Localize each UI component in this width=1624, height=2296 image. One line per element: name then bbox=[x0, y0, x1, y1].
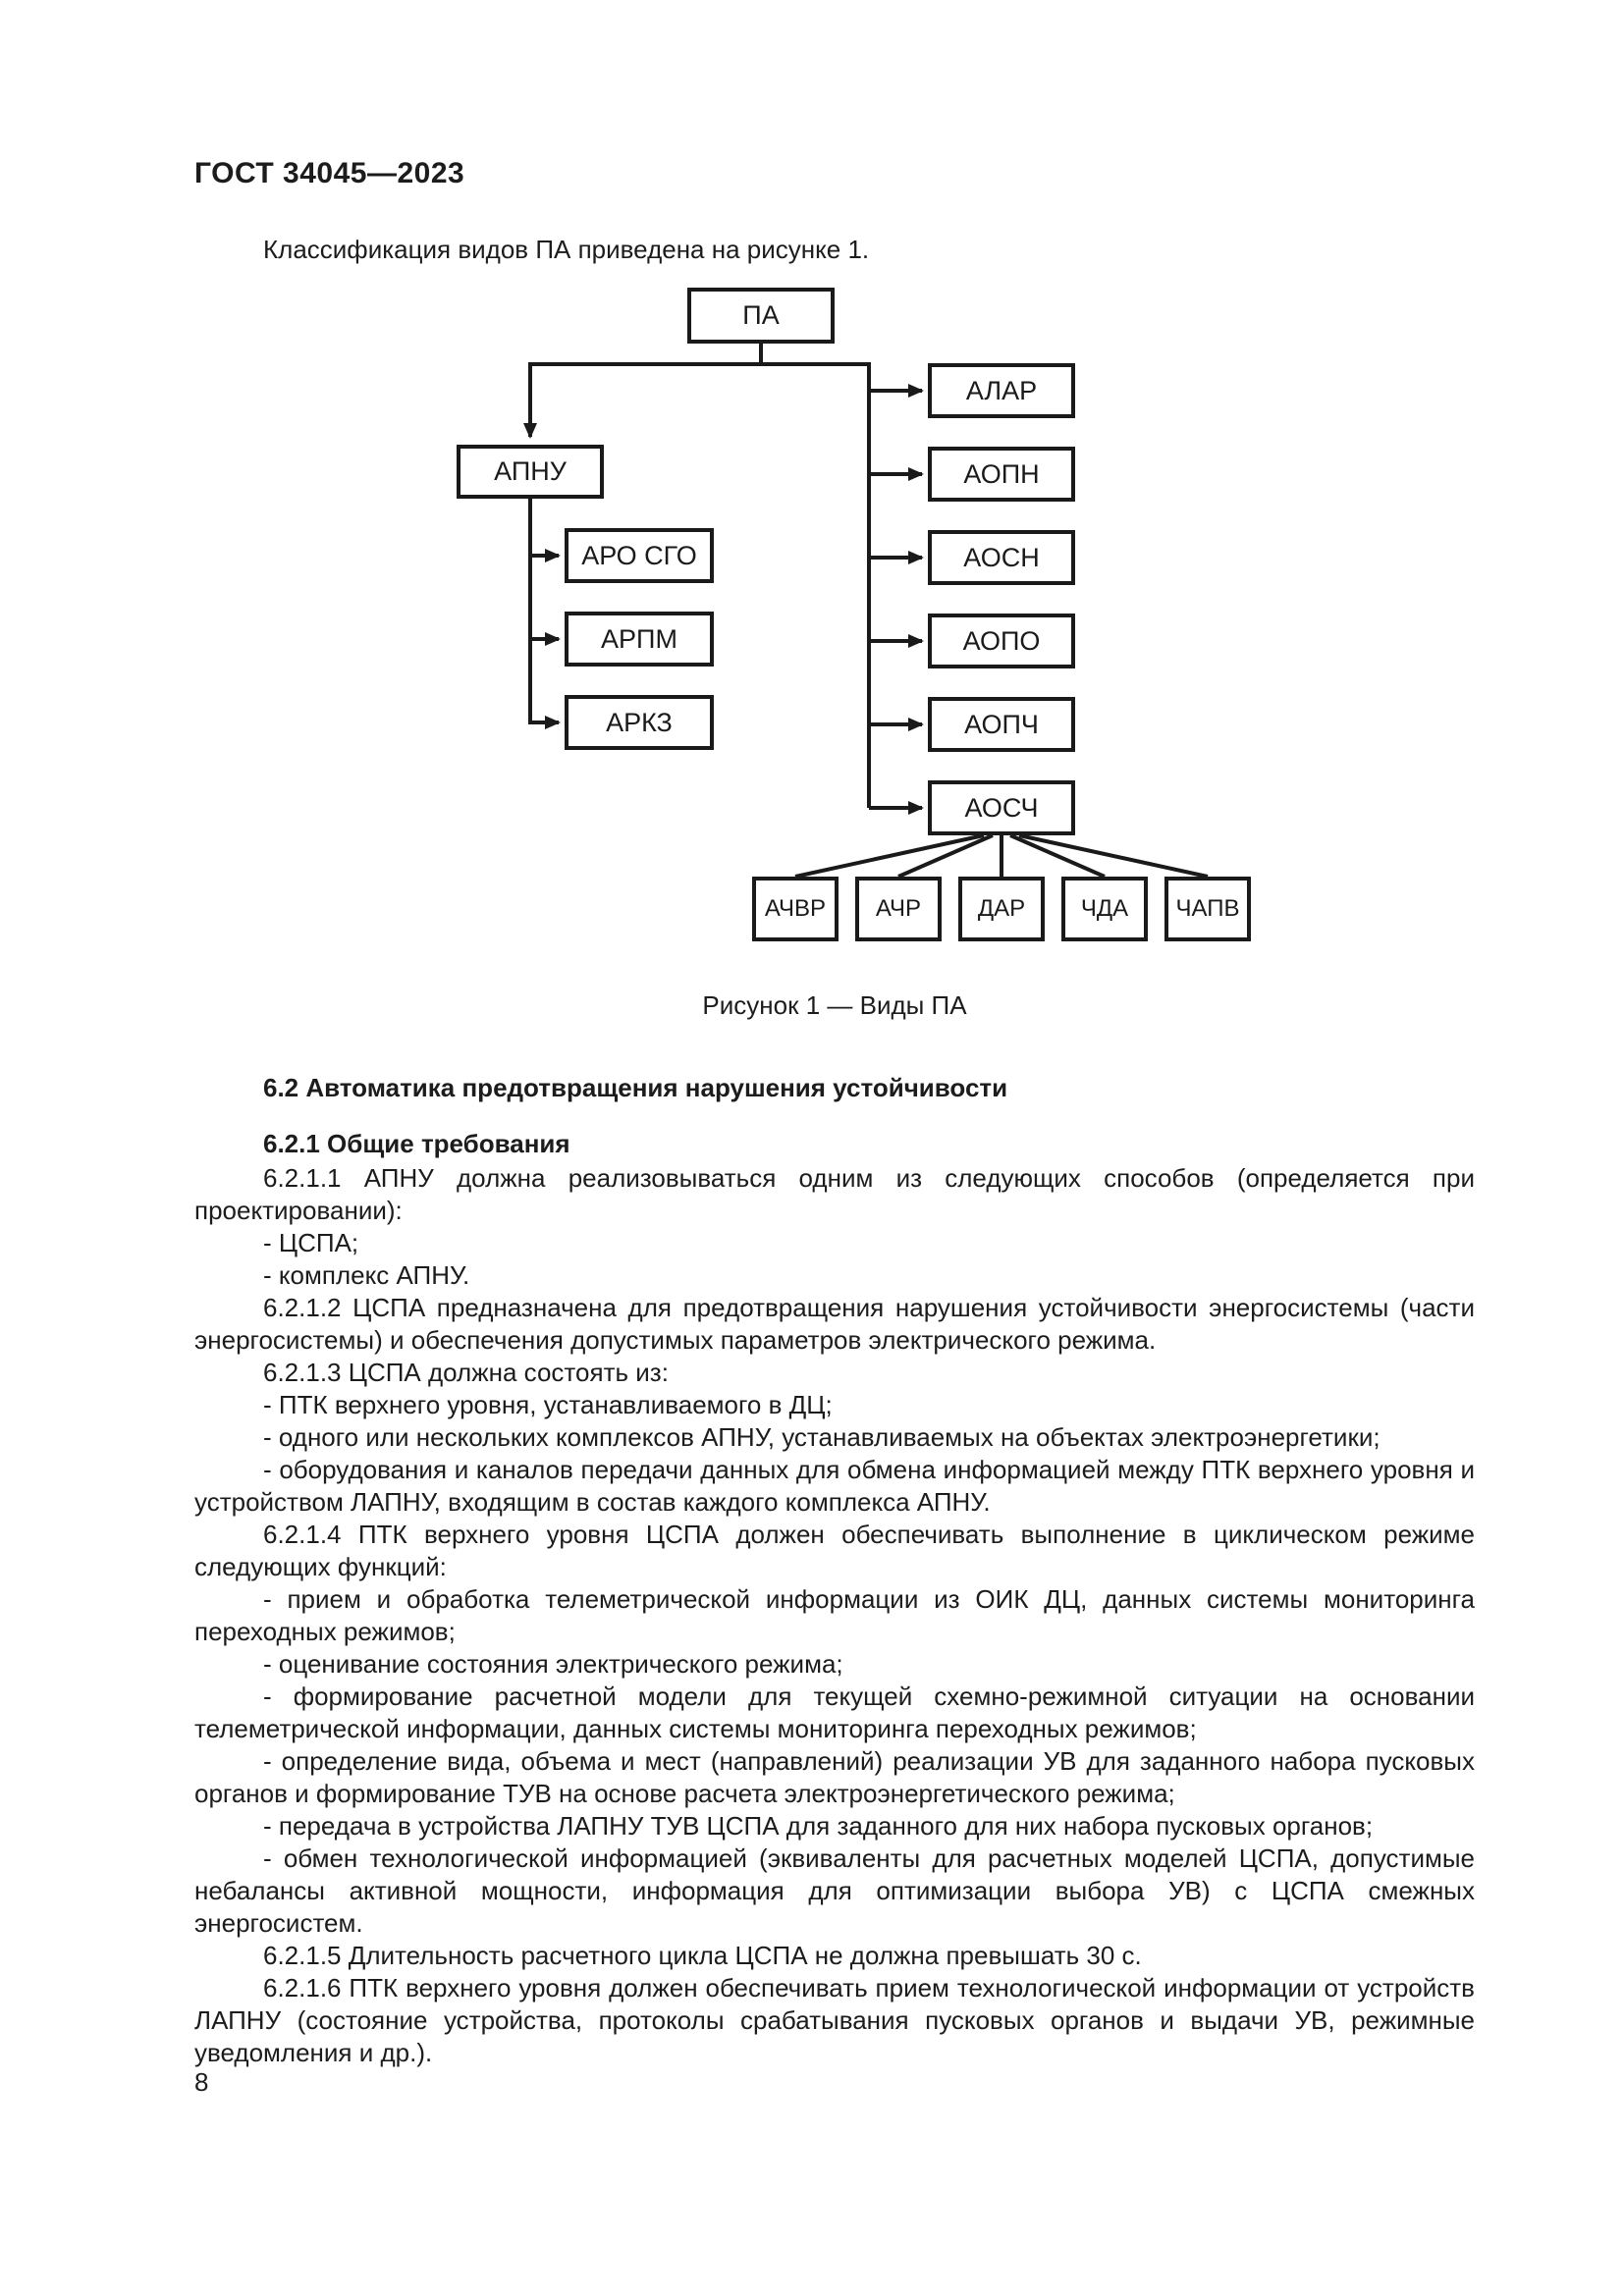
subsection-heading: 6.2.1 Общие требования bbox=[263, 1129, 570, 1158]
paragraph-6213: 6.2.1.3 ЦСПА должна состоять из: bbox=[263, 1358, 669, 1387]
list-item: - оценивание состояния электрического ре… bbox=[263, 1649, 843, 1679]
intro-paragraph: Классификация видов ПА приведена на рису… bbox=[263, 235, 870, 264]
figure-node-chda: ЧДА bbox=[1061, 877, 1148, 941]
paragraph-6215: 6.2.1.5 Длительность расчетного цикла ЦС… bbox=[263, 1941, 1142, 1970]
paragraph-6214: 6.2.1.4 ПТК верхнего уровня ЦСПА должен … bbox=[194, 1520, 1475, 1581]
figure-node-achr: АЧР bbox=[855, 877, 942, 941]
figure-node-aopch: АОПЧ bbox=[928, 697, 1075, 752]
paragraph-6211: 6.2.1.1 АПНУ должна реализовываться одни… bbox=[194, 1163, 1475, 1225]
figure-node-alar: АЛАР bbox=[928, 363, 1075, 418]
paragraph-6216: 6.2.1.6 ПТК верхнего уровня должен обесп… bbox=[194, 1973, 1475, 2067]
figure-node-chapv: ЧАПВ bbox=[1164, 877, 1251, 941]
figure-caption: Рисунок 1 — Виды ПА bbox=[702, 990, 967, 1020]
figure-node-arpm: АРПМ bbox=[565, 612, 714, 667]
list-item: - формирование расчетной модели для теку… bbox=[194, 1682, 1475, 1743]
figure-node-dar: ДАР bbox=[958, 877, 1045, 941]
paragraph-6212: 6.2.1.2 ЦСПА предназначена для предотвра… bbox=[194, 1293, 1475, 1355]
list-item: - ПТК верхнего уровня, устанавливаемого … bbox=[263, 1390, 833, 1419]
list-item: - ЦСПА; bbox=[263, 1228, 359, 1257]
figure-node-aopo: АОПО bbox=[928, 614, 1075, 668]
figure-node-aro-sgo: АРО СГО bbox=[565, 528, 714, 583]
figure-1-diagram: ПА АПНУ АРО СГО АРПМ АРКЗ АЛАР АОПН АОСН… bbox=[378, 288, 1262, 945]
document-header: ГОСТ 34045—2023 bbox=[194, 157, 465, 189]
figure-node-aosch: АОСЧ bbox=[928, 780, 1075, 835]
figure-node-arkz: АРКЗ bbox=[565, 695, 714, 750]
list-item: - прием и обработка телеметрической инфо… bbox=[194, 1584, 1475, 1646]
body-text: 6.2.1.1 АПНУ должна реализовываться одни… bbox=[194, 1162, 1475, 2069]
figure-node-aosn: АОСН bbox=[928, 530, 1075, 585]
figure-node-aopn: АОПН bbox=[928, 447, 1075, 502]
list-item: - оборудования и каналов передачи данных… bbox=[194, 1455, 1475, 1517]
list-item: - определение вида, объема и мест (напра… bbox=[194, 1746, 1475, 1808]
list-item: - одного или нескольких комплексов АПНУ,… bbox=[263, 1422, 1380, 1452]
section-heading: 6.2 Автоматика предотвращения нарушения … bbox=[263, 1073, 1008, 1102]
figure-connector-lines bbox=[523, 342, 1209, 879]
list-item: - комплекс АПНУ. bbox=[263, 1260, 470, 1290]
figure-node-apnu: АПНУ bbox=[457, 445, 604, 499]
list-item: - передача в устройства ЛАПНУ ТУВ ЦСПА д… bbox=[263, 1811, 1374, 1841]
figure-node-achvr: АЧВР bbox=[752, 877, 839, 941]
list-item: - обмен технологической информацией (экв… bbox=[194, 1843, 1475, 1938]
figure-node-pa: ПА bbox=[687, 288, 835, 344]
page-number: 8 bbox=[194, 2067, 209, 2097]
